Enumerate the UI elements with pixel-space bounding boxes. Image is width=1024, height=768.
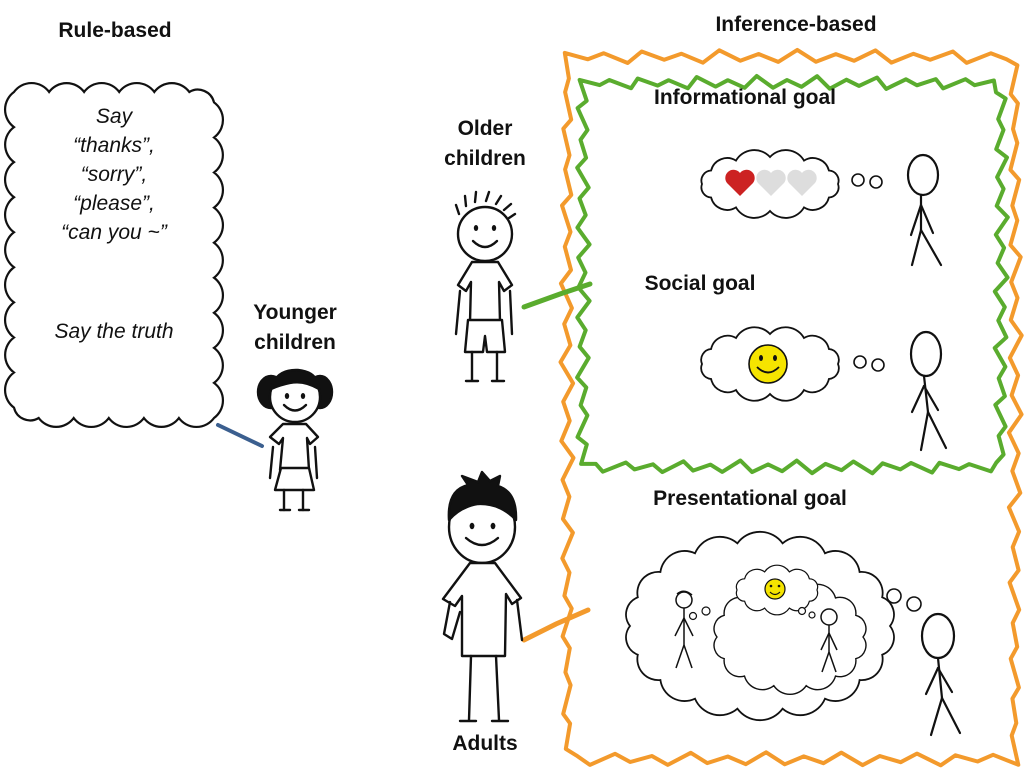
younger-child-figure — [256, 368, 334, 512]
stick-figure-icon — [906, 153, 943, 267]
rule-line-say: Say — [95, 105, 133, 128]
inference-outline — [558, 47, 1024, 768]
heart-icon — [756, 169, 786, 196]
older-child-figure — [454, 190, 517, 383]
rule-line-thanks: “thanks”, — [73, 134, 155, 157]
social-goal-label: Social goal — [644, 272, 756, 295]
younger-children-label-line2: children — [254, 331, 336, 354]
stick-figure-icon — [909, 330, 948, 452]
adults-label: Adults — [452, 732, 518, 755]
presentational-goal-label: Presentational goal — [653, 487, 847, 510]
older-children-label-line1: Older — [457, 117, 513, 140]
stick-figure-icon — [920, 612, 962, 737]
rule-line-please: “please”, — [73, 192, 155, 215]
heart-icon — [725, 169, 755, 196]
rule-bubble — [4, 82, 224, 428]
rule-line-truth: Say the truth — [54, 320, 174, 343]
adults-connector — [521, 607, 591, 643]
stick-figure-icon — [820, 608, 838, 673]
smiley-icon — [748, 344, 788, 384]
older-connector — [521, 281, 593, 310]
heart-icon — [787, 169, 817, 196]
younger-connector-line — [216, 423, 264, 448]
younger-children-label-line1: Younger — [253, 301, 337, 324]
rule-line-can-you: “can you ~” — [61, 221, 167, 244]
smiley-icon — [764, 578, 786, 600]
older-children-label-line2: children — [444, 147, 526, 170]
stick-figure-icon — [674, 590, 694, 669]
rule-line-sorry: “sorry”, — [80, 163, 148, 186]
social-thought-bubble-icon — [700, 326, 885, 402]
presentational-thought-bubble-icon — [625, 530, 922, 722]
adult-figure — [441, 470, 524, 723]
informational-goal-label: Informational goal — [653, 86, 836, 109]
inference-based-heading: Inference-based — [715, 13, 877, 36]
informational-social-outline — [575, 74, 1010, 476]
rule-based-heading: Rule-based — [58, 19, 172, 42]
